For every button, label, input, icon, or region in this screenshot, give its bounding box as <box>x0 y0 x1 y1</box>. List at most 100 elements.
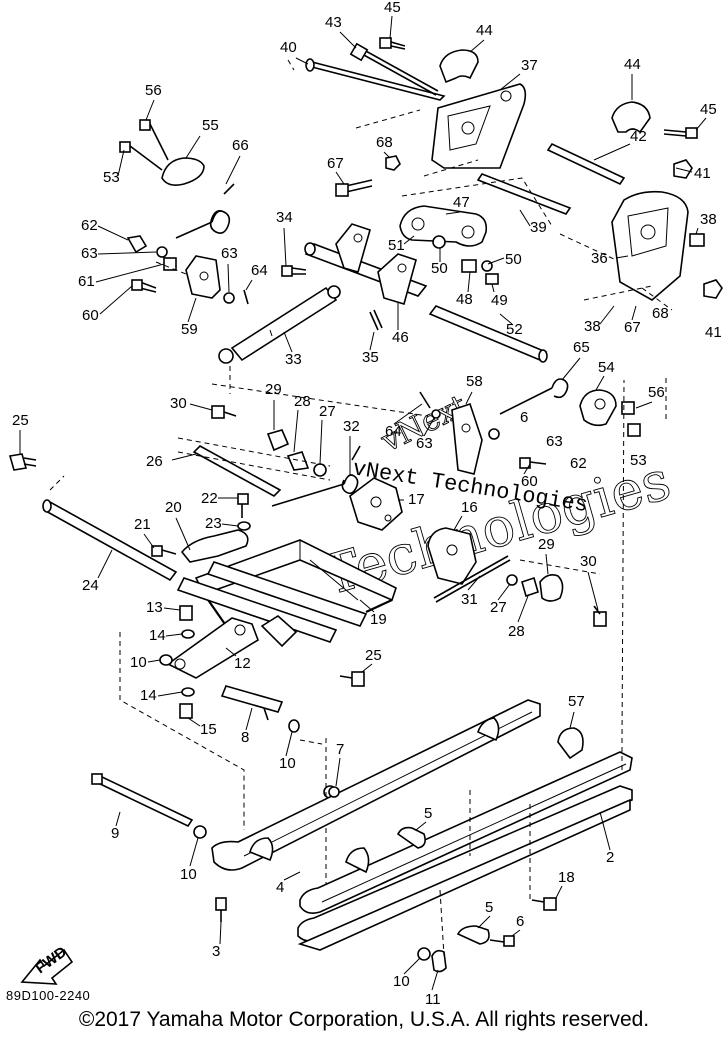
callout-64: 64 <box>385 423 402 440</box>
callout-41: 41 <box>694 165 711 182</box>
callout-43: 43 <box>325 14 342 31</box>
callout-14: 14 <box>149 627 166 644</box>
callout-25: 25 <box>12 412 29 429</box>
callout-39: 39 <box>530 219 547 236</box>
callout-30: 30 <box>580 553 597 570</box>
callout-45: 45 <box>384 0 401 16</box>
callout-36: 36 <box>591 250 608 267</box>
shaft-and-shock <box>119 119 548 417</box>
callout-17: 17 <box>408 491 425 508</box>
callout-6: 6 <box>520 409 528 426</box>
callout-50: 50 <box>505 251 522 268</box>
callout-10: 10 <box>130 654 147 671</box>
callout-38: 38 <box>700 211 717 228</box>
callout-24: 24 <box>82 577 99 594</box>
callout-57: 57 <box>568 693 585 710</box>
part-code: 89D100-2240 <box>6 988 91 1003</box>
callout-19: 19 <box>370 611 387 628</box>
callout-56: 56 <box>145 82 162 99</box>
callout-33: 33 <box>285 351 302 368</box>
callout-55: 55 <box>202 117 219 134</box>
callout-53: 53 <box>630 452 647 469</box>
callout-54: 54 <box>598 359 615 376</box>
callout-15: 15 <box>200 721 217 738</box>
copyright-text: ©2017 Yamaha Motor Corporation, U.S.A. A… <box>78 1008 650 1031</box>
callout-34: 34 <box>276 209 293 226</box>
callout-29: 29 <box>265 381 282 398</box>
callout-10: 10 <box>393 973 410 990</box>
callout-37: 37 <box>521 57 538 74</box>
callout-65: 65 <box>573 339 590 356</box>
callout-8: 8 <box>241 729 249 746</box>
callout-63: 63 <box>221 245 238 262</box>
callout-59: 59 <box>181 321 198 338</box>
callout-53: 53 <box>103 169 120 186</box>
callout-62: 62 <box>81 217 98 234</box>
top-bracket-assembly <box>287 37 723 311</box>
callout-48: 48 <box>456 291 473 308</box>
callout-28: 28 <box>294 393 311 410</box>
callout-28: 28 <box>508 623 525 640</box>
callout-32: 32 <box>343 418 360 435</box>
callout-40: 40 <box>280 39 297 56</box>
callout-44: 44 <box>476 22 493 39</box>
callout-63: 63 <box>81 245 98 262</box>
callout-67: 67 <box>327 155 344 172</box>
callout-27: 27 <box>490 599 507 616</box>
callout-22: 22 <box>201 490 218 507</box>
middle-assembly <box>8 378 667 627</box>
callout-20: 20 <box>165 499 182 516</box>
callout-66: 66 <box>232 137 249 154</box>
callout-56: 56 <box>648 384 665 401</box>
callout-18: 18 <box>558 869 575 886</box>
callout-67: 67 <box>624 319 641 336</box>
callout-6: 6 <box>516 913 524 930</box>
callout-46: 46 <box>392 329 409 346</box>
callout-4: 4 <box>276 879 284 896</box>
callout-52: 52 <box>506 321 523 338</box>
callout-14: 14 <box>140 687 157 704</box>
callout-38: 38 <box>584 318 601 335</box>
callout-41: 41 <box>705 324 722 341</box>
callout-62: 62 <box>570 455 587 472</box>
callout-30: 30 <box>170 395 187 412</box>
callout-10: 10 <box>279 755 296 772</box>
slide-frame <box>119 539 397 896</box>
callout-26: 26 <box>146 453 163 470</box>
fwd-arrow-icon: FWD <box>20 943 74 985</box>
callout-12: 12 <box>234 655 251 672</box>
callout-68: 68 <box>376 134 393 151</box>
callout-29: 29 <box>538 536 555 553</box>
callout-25: 25 <box>365 647 382 664</box>
callout-2: 2 <box>606 849 614 866</box>
callout-50: 50 <box>431 260 448 277</box>
callout-16: 16 <box>461 499 478 516</box>
callout-27: 27 <box>319 403 336 420</box>
callout-9: 9 <box>111 825 119 842</box>
callout-5: 5 <box>485 899 493 916</box>
callouts: 45 43 44 40 37 44 45 56 55 53 66 68 67 4… <box>12 0 722 1008</box>
callout-23: 23 <box>205 515 222 532</box>
callout-42: 42 <box>630 128 647 145</box>
leader-lines <box>19 15 707 991</box>
callout-58: 58 <box>466 373 483 390</box>
callout-51: 51 <box>388 237 405 254</box>
callout-68: 68 <box>652 305 669 322</box>
callout-10: 10 <box>180 866 197 883</box>
callout-3: 3 <box>212 943 220 960</box>
callout-61: 61 <box>78 273 95 290</box>
callout-49: 49 <box>491 292 508 309</box>
callout-31: 31 <box>461 591 478 608</box>
callout-47: 47 <box>453 194 470 211</box>
callout-13: 13 <box>146 599 163 616</box>
callout-60: 60 <box>82 307 99 324</box>
callout-44: 44 <box>624 56 641 73</box>
callout-63: 63 <box>416 435 433 452</box>
callout-35: 35 <box>362 349 379 366</box>
callout-63: 63 <box>546 433 563 450</box>
slide-rails <box>91 379 633 973</box>
callout-7: 7 <box>336 741 344 758</box>
callout-45: 45 <box>700 101 717 118</box>
callout-21: 21 <box>134 516 151 533</box>
